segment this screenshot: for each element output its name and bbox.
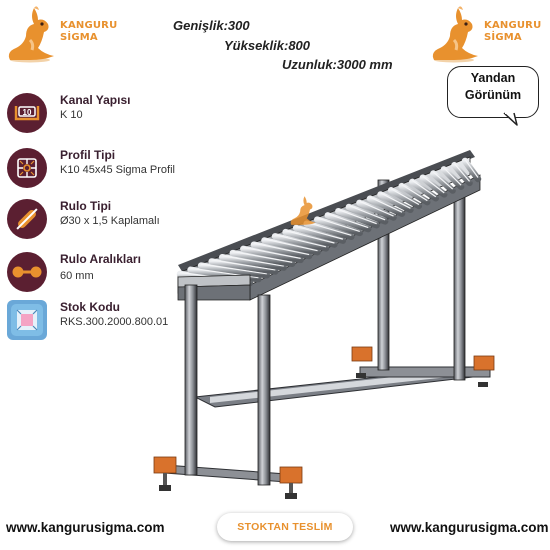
roller xyxy=(197,262,271,279)
footer-bar: www.kangurusigma.com STOKTAN TESLİM www.… xyxy=(0,510,550,550)
roller-set xyxy=(176,157,482,287)
roller xyxy=(377,191,414,214)
spec-roller-type: Rulo Tipi Ø30 x 1,5 Kaplamalı xyxy=(4,197,194,241)
roller-highlight xyxy=(306,221,352,236)
roller-highlight xyxy=(232,250,293,263)
spec-value: K 10 xyxy=(60,109,83,121)
spec-profile-type: Profil Tipi K10 45x45 Sigma Profil xyxy=(4,146,194,190)
roller xyxy=(356,199,397,221)
roller xyxy=(271,233,330,252)
dimension-height: Yükseklik:800 xyxy=(224,38,311,53)
roller-highlight xyxy=(422,175,445,194)
roller-highlight xyxy=(285,230,335,244)
roller xyxy=(292,224,347,244)
spec-title: Kanal Yapısı xyxy=(60,93,131,107)
spec-value: Ø30 x 1,5 Kaplamalı xyxy=(60,215,160,227)
roller xyxy=(335,207,380,229)
spec-title: Stok Kodu xyxy=(60,300,120,314)
roller xyxy=(387,187,423,210)
channel-badge-text: 10 xyxy=(23,108,32,117)
profile-section-icon xyxy=(7,148,47,188)
roller xyxy=(261,237,321,256)
roller-highlight xyxy=(295,225,344,240)
roller xyxy=(440,166,465,190)
roller xyxy=(229,249,296,267)
stock-code-icon xyxy=(7,300,47,340)
roller xyxy=(408,178,440,202)
roller-highlight xyxy=(453,163,471,182)
brand-wordmark: KANGURU SİGMA xyxy=(484,20,542,43)
view-callout-bubble xyxy=(447,66,539,118)
roller xyxy=(303,220,355,241)
website-link-left[interactable]: www.kangurusigma.com xyxy=(6,520,165,535)
roller-highlight xyxy=(201,263,267,275)
roller xyxy=(282,228,338,248)
stock-delivery-badge: STOKTAN TESLİM xyxy=(217,513,353,541)
spec-stock-code: Stok Kodu RKS.300.2000.800.01 xyxy=(4,298,194,342)
roller-highlight xyxy=(348,204,386,221)
dimension-width: Genişlik:300 xyxy=(173,18,250,33)
roller xyxy=(461,157,482,183)
roller xyxy=(398,182,431,206)
callout-tail-icon xyxy=(503,112,518,126)
roller xyxy=(451,161,473,187)
spec-title: Rulo Tipi xyxy=(60,199,112,213)
roller xyxy=(250,241,313,260)
roller-highlight xyxy=(369,196,403,213)
spec-channel-structure: 10 Kanal Yapısı K 10 xyxy=(4,91,194,135)
roller-highlight xyxy=(243,246,301,259)
roller-spacing-icon xyxy=(7,252,47,292)
roller-highlight xyxy=(380,192,411,209)
roller-highlight xyxy=(253,242,310,256)
roller xyxy=(313,216,364,237)
spec-title: Rulo Aralıkları xyxy=(60,252,141,266)
roller-highlight xyxy=(359,200,394,217)
roller xyxy=(366,195,406,217)
roller-highlight xyxy=(390,188,420,205)
roller-highlight xyxy=(317,217,360,232)
roller xyxy=(345,203,389,225)
roller-highlight xyxy=(401,184,428,202)
roller xyxy=(419,174,448,198)
roller xyxy=(208,258,279,275)
roller-highlight xyxy=(443,167,462,186)
roller-highlight xyxy=(464,159,479,178)
roller-highlight xyxy=(274,234,327,248)
roller xyxy=(324,212,372,233)
roller-highlight xyxy=(327,213,369,229)
brand-wordmark: KANGURU SİGMA xyxy=(60,20,118,43)
brand-logo-right[interactable]: KANGURU SİGMA xyxy=(428,2,541,66)
roller-icon xyxy=(7,199,47,239)
kangaroo-icon xyxy=(8,6,54,63)
spec-value: RKS.300.2000.800.01 xyxy=(60,316,169,328)
roller-highlight xyxy=(411,179,437,198)
kangaroo-icon xyxy=(432,6,478,63)
view-callout-label: Yandan Görünüm xyxy=(464,71,522,102)
spec-title: Profil Tipi xyxy=(60,148,116,162)
kangaroo-watermark-icon xyxy=(290,196,316,225)
dimension-length: Uzunluk:3000 mm xyxy=(282,57,393,72)
roller-highlight xyxy=(338,209,377,225)
spec-roller-spacing: Rulo Aralıkları 60 mm xyxy=(4,250,194,294)
brand-logo-left[interactable]: KANGURU SİGMA xyxy=(4,2,117,66)
website-link-right[interactable]: www.kangurusigma.com xyxy=(390,520,549,535)
spec-value: K10 45x45 Sigma Profil xyxy=(60,164,175,176)
roller-highlight xyxy=(211,259,276,271)
roller-highlight xyxy=(222,255,284,267)
roller xyxy=(218,254,288,271)
spec-value: 60 mm xyxy=(60,270,94,282)
roller-highlight xyxy=(432,171,454,190)
roller-highlight xyxy=(264,238,318,252)
roller xyxy=(430,170,456,194)
channel-k10-icon: 10 xyxy=(7,93,47,133)
conveyor-illustration xyxy=(153,150,495,499)
roller xyxy=(240,245,304,264)
